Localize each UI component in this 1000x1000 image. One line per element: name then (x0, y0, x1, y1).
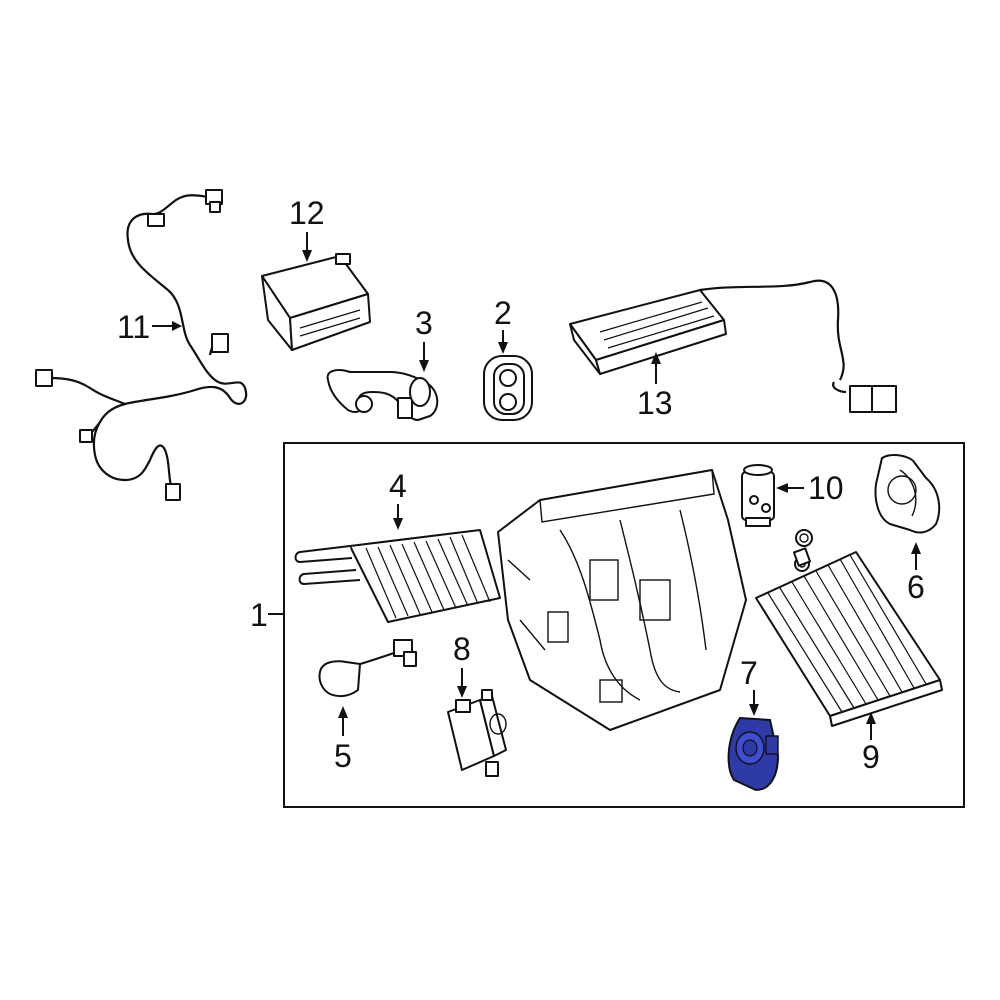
part-13-sensor-harness[interactable] (569, 279, 897, 413)
arrowhead-7 (749, 704, 759, 716)
callout-2: 2 (494, 295, 512, 331)
part-9-evaporator[interactable] (755, 547, 943, 727)
part-11-wire-harness[interactable] (35, 189, 248, 501)
arrowhead-3 (419, 360, 429, 372)
part-4-heater-core[interactable] (294, 529, 501, 623)
part-12-control-module[interactable] (261, 253, 371, 351)
arrowhead-8 (457, 686, 467, 698)
assembly-frame (283, 442, 965, 808)
part-5-sensor[interactable] (318, 639, 417, 698)
callout-8: 8 (453, 631, 471, 667)
callout-6: 6 (907, 569, 925, 605)
arrowhead-6 (911, 542, 921, 554)
callout-1: 1 (250, 597, 268, 633)
callout-10: 10 (808, 470, 844, 506)
arrowhead-4 (393, 518, 403, 530)
arrowhead-13 (651, 352, 661, 364)
arrowhead-10 (776, 483, 788, 493)
part-6-cover[interactable] (874, 454, 941, 534)
hvac-housing[interactable] (497, 469, 747, 731)
callout-7: 7 (740, 655, 758, 691)
arrowhead-2 (498, 342, 508, 354)
callout-4: 4 (389, 468, 407, 504)
part-2-grommet[interactable] (483, 355, 533, 421)
part-3-duct-hose[interactable] (326, 369, 439, 421)
callout-11: 11 (117, 309, 150, 345)
arrowhead-5 (338, 706, 348, 718)
arrowhead-11 (172, 321, 182, 331)
arrowhead-9 (866, 712, 876, 724)
part-7-servo-highlighted[interactable] (727, 716, 780, 792)
callout-13: 13 (637, 385, 673, 421)
part-10-expansion-valve[interactable] (741, 464, 775, 527)
callout-9: 9 (862, 739, 880, 775)
callout-12: 12 (289, 195, 325, 231)
callout-3: 3 (415, 305, 433, 341)
part-8-servo[interactable] (447, 689, 507, 777)
callout-5: 5 (334, 738, 352, 774)
arrowhead-12 (302, 250, 312, 262)
